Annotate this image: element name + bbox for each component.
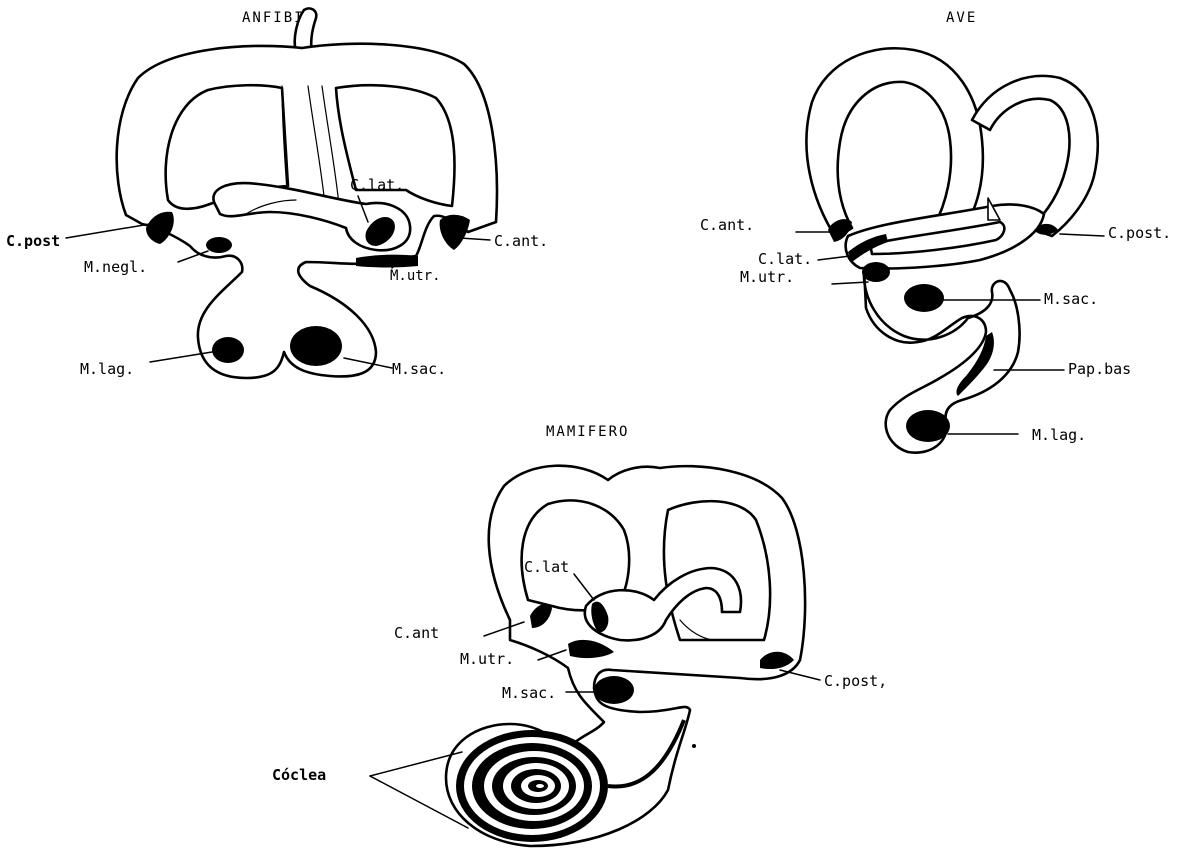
ave-macula-utriculi (862, 262, 890, 282)
label-ave-pap-bas: Pap.bas (1068, 360, 1131, 378)
label-c-ant: C.ant. (494, 232, 548, 250)
label-ave-m-utr: M.utr. (740, 268, 794, 286)
panel-mamifero: MAMIFERO (272, 424, 887, 846)
label-ave-m-sac: M.sac. (1044, 290, 1098, 308)
title-mamifero: MAMIFERO (546, 424, 629, 440)
label-ave-c-post: C.post. (1108, 224, 1171, 242)
label-m-m-utr: M.utr. (460, 650, 514, 668)
leader-c-post (66, 224, 150, 238)
leader-ave-m-utr (832, 282, 868, 284)
label-m-c-post: C.post, (824, 672, 887, 690)
label-coclea: Cóclea (272, 766, 326, 784)
leader-ave-c-post (1060, 234, 1104, 236)
label-m-utr: M.utr. (390, 268, 441, 284)
label-ave-m-lag: M.lag. (1032, 426, 1086, 444)
label-m-c-lat: C.lat (524, 558, 569, 576)
title-ave: AVE (946, 10, 977, 26)
panel-anfibio: ANFIBIO C.post M.negl. (6, 8, 548, 378)
label-ave-c-lat: C.lat. (758, 250, 812, 268)
label-c-lat: C.lat. (350, 176, 404, 194)
ave-macula-sacculi (904, 284, 944, 312)
macula-utriculi (356, 255, 418, 268)
label-m-c-ant: C.ant (394, 624, 439, 642)
leader-c-ant (460, 238, 490, 240)
leader-ave-c-lat (818, 256, 850, 260)
crista-anterior (440, 215, 470, 250)
ave-anterior-canal (806, 48, 982, 238)
panel-ave: AVE C.ant. C.post. C.lat. M.utr. M. (700, 10, 1171, 453)
label-ave-c-ant: C.ant. (700, 216, 754, 234)
label-c-post: C.post (6, 232, 60, 250)
ave-macula-lagena (906, 410, 950, 442)
label-m-sac: M.sac. (392, 360, 446, 378)
macula-lagena (212, 337, 244, 363)
leader-m-c-post (780, 670, 820, 680)
macula-neglecta (206, 237, 232, 253)
macula-sacculi (290, 326, 342, 366)
label-m-m-sac: M.sac. (502, 684, 556, 702)
label-m-negl: M.negl. (84, 258, 147, 276)
label-m-lag: M.lag. (80, 360, 134, 378)
speck (692, 744, 696, 748)
mamifero-macula-sacculi (594, 676, 634, 704)
